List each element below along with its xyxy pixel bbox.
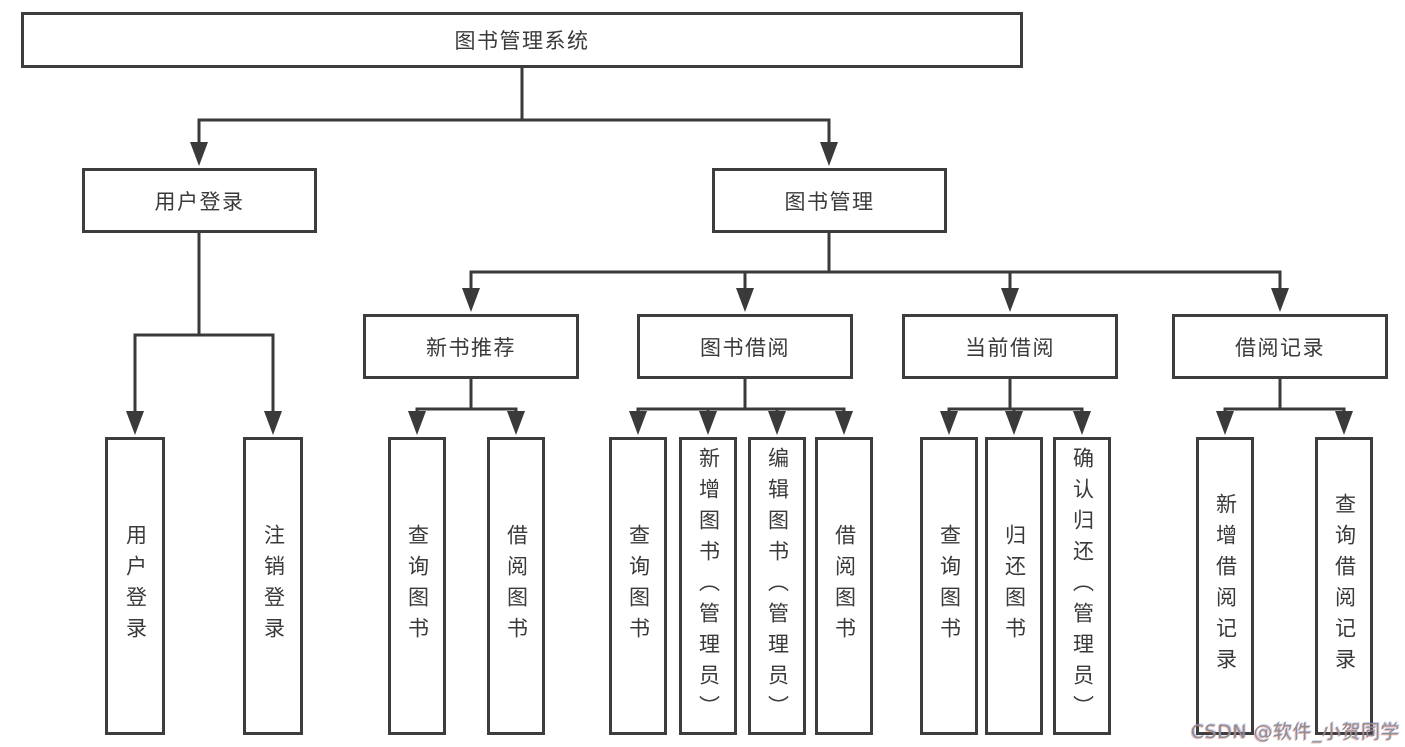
leaf-records-query-borrow-record: 查询借阅记录 — [1315, 437, 1373, 735]
leaf-logout-label: 注销登录 — [261, 524, 286, 648]
leaf-borrowing-borrow-books-label: 借阅图书 — [832, 524, 857, 648]
leaf-newbook-borrow-books: 借阅图书 — [487, 437, 545, 735]
leaf-borrowing-borrow-books: 借阅图书 — [815, 437, 873, 735]
leaf-current-query-books: 查询图书 — [920, 437, 978, 735]
leaf-borrowing-query-books: 查询图书 — [609, 437, 667, 735]
node-borrowing-records: 借阅记录 — [1172, 314, 1388, 379]
node-root-library-management-system: 图书管理系统 — [21, 12, 1023, 68]
connector-current-borrowing-to-children — [940, 377, 1091, 435]
node-borrowing-records-label: 借阅记录 — [1235, 335, 1325, 360]
leaf-user-login: 用户登录 — [105, 437, 165, 735]
node-current-borrowing-label: 当前借阅 — [965, 335, 1055, 360]
node-new-book-recommendation-label: 新书推荐 — [426, 335, 516, 360]
leaf-user-login-label: 用户登录 — [123, 524, 148, 648]
leaf-current-return-books: 归还图书 — [985, 437, 1043, 735]
node-book-management-label: 图书管理 — [784, 189, 875, 214]
leaf-records-add-borrow-record: 新增借阅记录 — [1196, 437, 1254, 735]
leaf-borrowing-add-books-admin-label: 新增图书（管理员） — [696, 446, 721, 726]
leaf-borrowing-edit-books-admin: 编辑图书（管理员） — [748, 437, 806, 735]
node-root-label: 图书管理系统 — [454, 29, 590, 53]
leaf-records-add-borrow-record-label: 新增借阅记录 — [1213, 493, 1238, 679]
leaf-borrowing-query-books-label: 查询图书 — [626, 524, 651, 648]
node-book-borrowing-label: 图书借阅 — [700, 335, 790, 360]
csdn-watermark: CSDN @软件_小贺同学 — [1190, 721, 1400, 743]
leaf-newbook-query-books-label: 查询图书 — [405, 524, 430, 648]
connector-user-login-to-children — [126, 231, 282, 435]
connector-root-to-level2 — [190, 66, 838, 166]
leaf-borrowing-add-books-admin: 新增图书（管理员） — [679, 437, 737, 735]
connector-new-book-recommendation-to-children — [408, 377, 525, 435]
node-new-book-recommendation: 新书推荐 — [363, 314, 579, 379]
leaf-current-query-books-label: 查询图书 — [937, 524, 962, 648]
leaf-current-confirm-return-admin-label: 确认归还（管理员） — [1070, 446, 1095, 726]
node-book-borrowing: 图书借阅 — [637, 314, 853, 379]
node-user-login-label: 用户登录 — [154, 189, 245, 214]
leaf-current-return-books-label: 归还图书 — [1002, 524, 1027, 648]
leaf-records-query-borrow-record-label: 查询借阅记录 — [1332, 493, 1357, 679]
leaf-newbook-query-books: 查询图书 — [388, 437, 446, 735]
connector-book-borrowing-to-children — [629, 377, 853, 435]
connector-borrowing-records-to-children — [1216, 377, 1353, 435]
leaf-current-confirm-return-admin: 确认归还（管理员） — [1053, 437, 1111, 735]
node-book-management: 图书管理 — [712, 168, 947, 233]
leaf-newbook-borrow-books-label: 借阅图书 — [504, 524, 529, 648]
leaf-borrowing-edit-books-admin-label: 编辑图书（管理员） — [765, 446, 790, 726]
node-user-login: 用户登录 — [82, 168, 317, 233]
connector-book-management-to-level3 — [462, 231, 1289, 312]
node-current-borrowing: 当前借阅 — [902, 314, 1118, 379]
leaf-logout: 注销登录 — [243, 437, 303, 735]
